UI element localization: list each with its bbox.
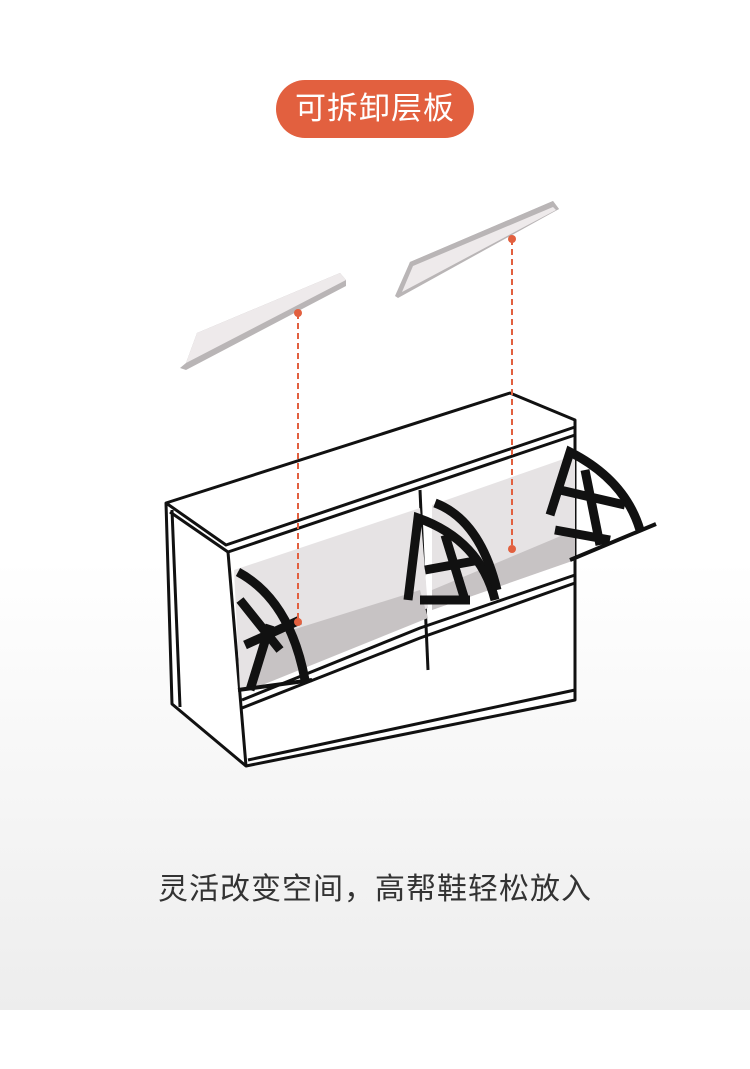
feature-caption: 灵活改变空间，高帮鞋轻松放入 [158,872,592,907]
feature-badge: 可拆卸层板 [276,80,474,138]
shoe-rack-middle [403,498,502,605]
removable-shelf-right [395,201,559,298]
shoe-cabinet-illustration [164,201,657,768]
shoe-rack-right [545,445,657,562]
removable-shelf-left [180,273,346,370]
guide-line-left [294,309,302,626]
guide-line-right [508,235,516,553]
cabinet [164,391,577,768]
shoe-rack-left [235,568,313,692]
